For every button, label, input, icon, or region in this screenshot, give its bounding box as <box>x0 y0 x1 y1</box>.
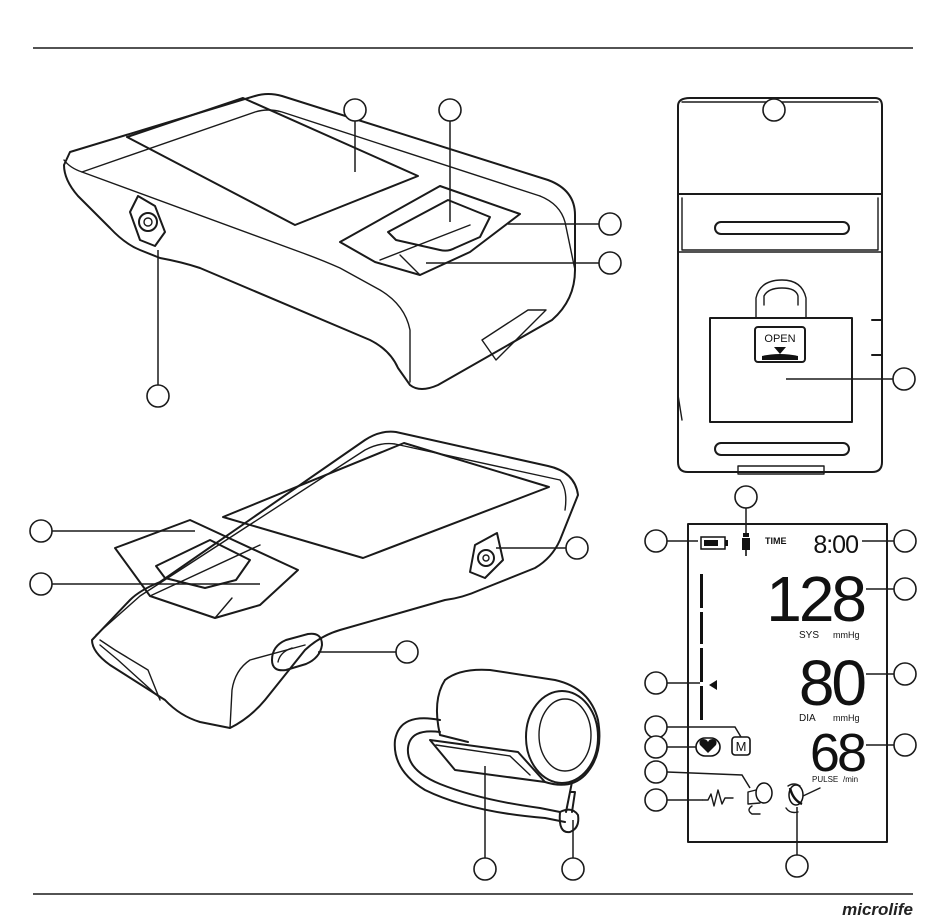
callout-marker-cuff-symbol <box>645 761 667 783</box>
callout-marker-diastolic <box>894 663 916 685</box>
ac-adapter-icon <box>742 533 750 556</box>
callout-markers <box>30 99 916 880</box>
svg-text:M: M <box>736 739 747 754</box>
sys-label: SYS <box>799 630 819 641</box>
battery-icon <box>701 537 728 549</box>
callout-marker-heart <box>645 736 667 758</box>
callout-marker-right-button <box>599 213 621 235</box>
callout-marker-memory <box>645 716 667 738</box>
callout-marker-cuff <box>474 858 496 880</box>
device-front-view-upper <box>64 94 575 389</box>
callout-marker-pulse <box>894 734 916 756</box>
sys-value: 128 <box>766 563 864 635</box>
battery-cover-label: OPEN <box>764 333 795 345</box>
callout-marker-time <box>894 530 916 552</box>
time-label: TIME <box>765 536 787 546</box>
pressure-bar-graph <box>700 574 717 720</box>
callout-marker-cuff-connector <box>562 858 584 880</box>
dia-value: 80 <box>799 647 866 719</box>
brand-logo: microlife <box>842 900 913 918</box>
device-front-view-lower <box>92 432 578 728</box>
pulse-value: 68 <box>810 723 865 783</box>
callout-marker-battery-cover <box>893 368 915 390</box>
callout-marker-systolic <box>894 578 916 600</box>
arrhythmia-icon <box>703 790 733 806</box>
time-value: 8:00 <box>813 531 858 559</box>
callout-marker-power-socket <box>396 641 418 663</box>
callout-marker-bar-graph <box>645 672 667 694</box>
dia-unit: mmHg <box>833 713 860 723</box>
callout-marker-back-top <box>763 99 785 121</box>
callout-marker-lower-button <box>599 252 621 274</box>
callout-marker-battery-symbol <box>645 530 667 552</box>
open-slide-icon <box>762 354 798 360</box>
callout-marker-side-socket <box>147 385 169 407</box>
callout-leaders <box>52 121 894 858</box>
callout-marker-center-button <box>439 99 461 121</box>
cuff-icon <box>748 783 772 814</box>
cuff-check-icon <box>786 784 820 813</box>
heart-icon <box>696 738 720 756</box>
callout-marker-cuff-socket <box>566 537 588 559</box>
pulse-unit: /min <box>843 775 858 784</box>
callout-marker-display <box>344 99 366 121</box>
lcd-display: TIME 8:00 128 SYS mmHg 80 DIA mmHg 68 PU… <box>688 524 887 842</box>
callout-marker-left-lower-button <box>30 573 52 595</box>
callout-marker-adapter-symbol <box>735 486 757 508</box>
memory-icon: M <box>732 737 750 755</box>
pointer-icon <box>709 680 717 690</box>
open-arrow-icon <box>774 347 786 354</box>
device-back-view: OPEN <box>678 98 882 474</box>
sys-unit: mmHg <box>833 630 860 640</box>
callout-marker-arrhythmia <box>645 789 667 811</box>
cuff-illustration <box>395 670 600 832</box>
callout-marker-left-upper-button <box>30 520 52 542</box>
callout-marker-cuff-check <box>786 855 808 877</box>
pulse-label: PULSE <box>812 775 838 784</box>
